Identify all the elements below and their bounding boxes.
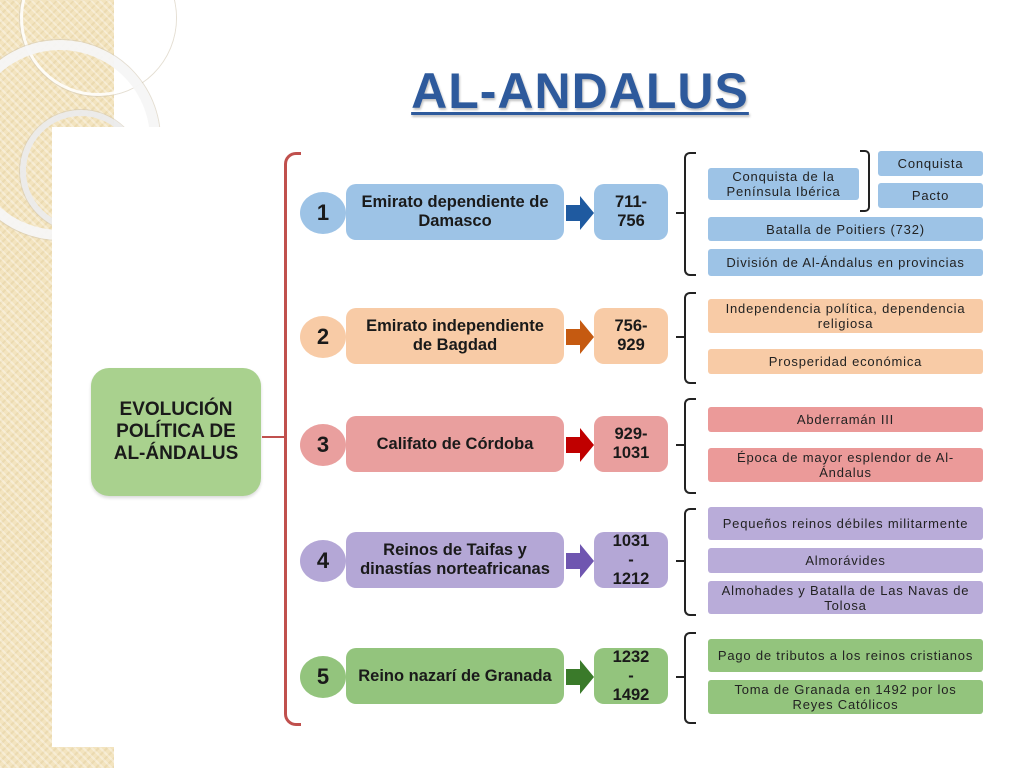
arrow-right-icon [566,660,594,694]
detail-text: Batalla de Poitiers (732) [766,221,925,237]
period-number-3: 3 [300,424,346,466]
period-number-1: 1 [300,192,346,234]
detail-item: Pequeños reinos débiles militarmente [708,507,983,540]
period-name: Emirato dependiente de Damasco [361,193,549,230]
arrow-right-icon [566,428,594,462]
detail-text: Pequeños reinos débiles militarmente [722,516,969,531]
detail-item: División de Al-Ándalus en provincias [708,249,983,276]
arrow-right-icon [566,544,594,578]
period-years-4: 1031 - 1212 [594,532,668,588]
period-name: Emirato independiente de Bagdad [366,317,544,354]
arrow-right-icon [566,320,594,354]
detail-item: Almohades y Batalla de Las Navas de Tolo… [708,581,983,614]
arrow-right-icon [566,196,594,230]
detail-item: Batalla de Poitiers (732) [708,217,983,241]
bracket-tick [676,444,686,446]
detail-text: Época de mayor esplendor de Al-Ándalus [736,450,955,480]
detail-bracket [684,508,696,616]
detail-text: Almorávides [805,553,886,568]
detail-bracket [684,398,696,494]
bracket-tick [676,676,686,678]
period-years-3: 929- 1031 [594,416,668,472]
detail-text: División de Al-Ándalus en provincias [726,255,965,270]
root-connector [262,436,284,438]
detail-item: Abderramán III [708,407,983,432]
main-bracket [284,152,301,726]
period-years-2: 756- 929 [594,308,668,364]
period-number-2: 2 [300,316,346,358]
detail-text: Abderramán III [796,412,895,427]
period-node-4: Reinos de Taifas y dinastías norteafrica… [346,532,564,588]
detail-text: Almohades y Batalla de Las Navas de Tolo… [721,582,970,613]
detail-bracket [684,632,696,724]
detail-text: Independencia política, dependencia reli… [725,301,966,331]
subdetail-item: Pacto [878,183,983,208]
bracket-tick [676,560,686,562]
period-name: Reinos de Taifas y dinastías norteafrica… [360,541,550,578]
period-years-1: 711- 756 [594,184,668,240]
root-label: EVOLUCIÓN POLÍTICA DE AL-ÁNDALUS [113,399,239,464]
detail-text: Conquista de la Península Ibérica [726,169,841,199]
detail-text: Conquista [897,156,964,171]
period-name: Reino nazarí de Granada [358,666,552,685]
subdetail-item: Conquista [878,151,983,176]
period-number-5: 5 [300,656,346,698]
slide-title: AL-ANDALUS [411,63,749,119]
sub-bracket [860,150,870,212]
detail-item: Independencia política, dependencia reli… [708,299,983,333]
period-node-5: Reino nazarí de Granada [346,648,564,704]
period-node-1: Emirato dependiente de Damasco [346,184,564,240]
detail-bracket [684,152,696,276]
detail-item: Pago de tributos a los reinos cristianos [708,639,983,672]
detail-text: Pago de tributos a los reinos cristianos [717,648,974,663]
period-node-2: Emirato independiente de Bagdad [346,308,564,364]
root-node: EVOLUCIÓN POLÍTICA DE AL-ÁNDALUS [91,368,261,496]
period-node-3: Califato de Córdoba [346,416,564,472]
detail-item: Almorávides [708,548,983,573]
detail-item: Toma de Granada en 1492 por los Reyes Ca… [708,680,983,714]
detail-text: Toma de Granada en 1492 por los Reyes Ca… [734,682,957,712]
detail-item: Época de mayor esplendor de Al-Ándalus [708,448,983,482]
period-number-4: 4 [300,540,346,582]
period-name: Califato de Córdoba [376,434,534,453]
detail-item: Conquista de la Península Ibérica [708,168,859,200]
detail-item: Prosperidad económica [708,349,983,374]
bracket-tick [676,212,686,214]
detail-bracket [684,292,696,384]
detail-text: Pacto [911,188,950,203]
detail-text: Prosperidad económica [768,354,923,369]
period-years-5: 1232 - 1492 [594,648,668,704]
bracket-tick [676,336,686,338]
